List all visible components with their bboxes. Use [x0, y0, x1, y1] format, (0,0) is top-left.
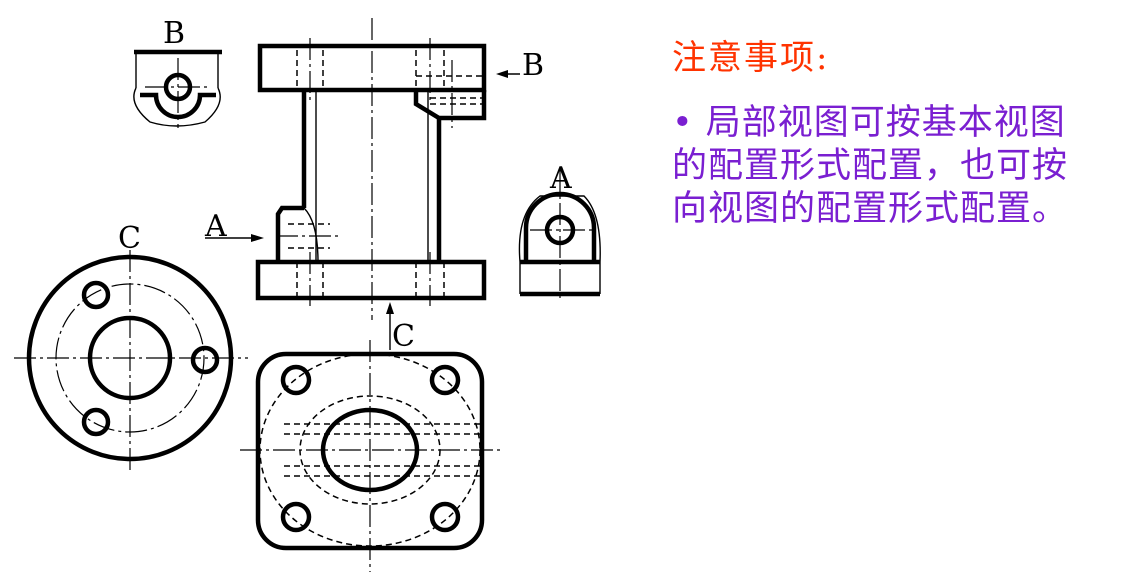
view-a-arrow: A: [204, 209, 264, 244]
view-a-arrow-label: A: [204, 209, 227, 244]
partial-view-a: A: [518, 161, 601, 298]
main-front-view: [255, 18, 487, 320]
notes-title: 注意事项:: [672, 38, 830, 78]
view-b-arrow-label: B: [522, 48, 544, 83]
notes-body: • 局部视图可按基本视图的配置形式配置，也可按向视图的配置形式配置。: [672, 102, 1092, 231]
partial-view-c: C: [14, 221, 248, 470]
view-b-label: B: [163, 16, 185, 51]
top-view: [240, 340, 504, 572]
bullet-icon: •: [672, 103, 694, 143]
view-c-arrow: C: [386, 302, 415, 354]
notes-body-text: 局部视图可按基本视图的配置形式配置，也可按向视图的配置形式配置。: [672, 103, 1069, 229]
view-b-arrow: B: [496, 48, 544, 83]
partial-view-b: B: [133, 16, 222, 128]
view-c-arrow-label: C: [392, 319, 415, 354]
view-c-label: C: [118, 221, 141, 256]
